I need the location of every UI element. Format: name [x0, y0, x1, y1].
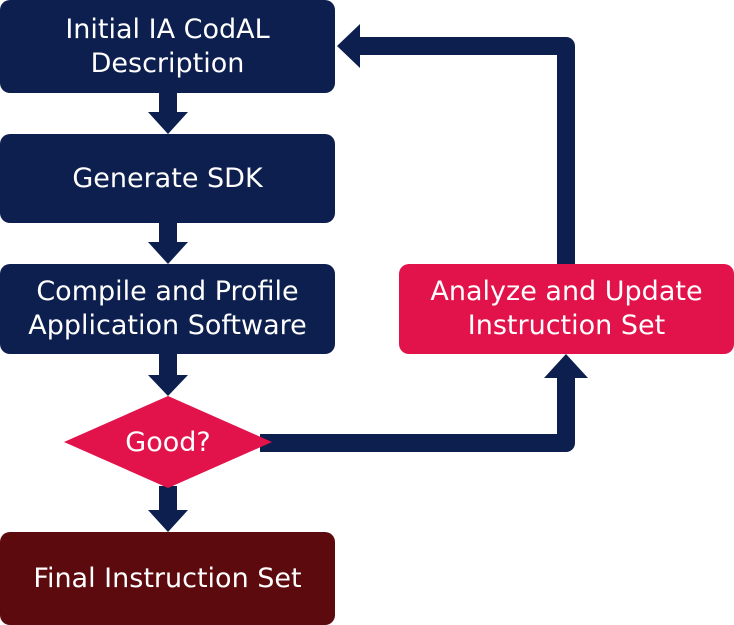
arrow-sdk-to-compile [148, 223, 188, 264]
arrow-initial-to-sdk [148, 93, 188, 134]
node-final-instruction-set: Final Instruction Set [0, 532, 335, 625]
node-initial-line1: Initial IA CodAL [65, 13, 270, 45]
node-generate-sdk: Generate SDK [0, 134, 335, 223]
decision-label: Good? [125, 426, 211, 458]
arrow-decision-to-final [148, 486, 188, 532]
node-initial-description: Initial IA CodAL Description [0, 0, 335, 93]
node-compile-line1: Compile and Profile [36, 276, 299, 307]
arrow-decision-to-analyze [260, 354, 588, 452]
node-compile-text: Compile and Profile Application Software [28, 275, 306, 343]
arrow-compile-to-decision [148, 354, 188, 396]
node-compile-profile: Compile and Profile Application Software [0, 264, 335, 354]
node-compile-line2: Application Software [28, 310, 307, 341]
node-analyze-update: Analyze and Update Instruction Set [399, 264, 734, 354]
node-initial-line2: Description [90, 47, 245, 79]
node-analyze-text: Analyze and Update Instruction Set [430, 275, 702, 343]
node-initial-text: Initial IA CodAL Description [65, 13, 269, 81]
node-analyze-line2: Instruction Set [467, 310, 666, 341]
node-analyze-line1: Analyze and Update [430, 276, 703, 307]
decision-diamond [64, 396, 272, 488]
node-generate-sdk-label: Generate SDK [72, 162, 263, 194]
arrow-analyze-to-initial [337, 24, 575, 264]
node-final-label: Final Instruction Set [33, 562, 302, 594]
